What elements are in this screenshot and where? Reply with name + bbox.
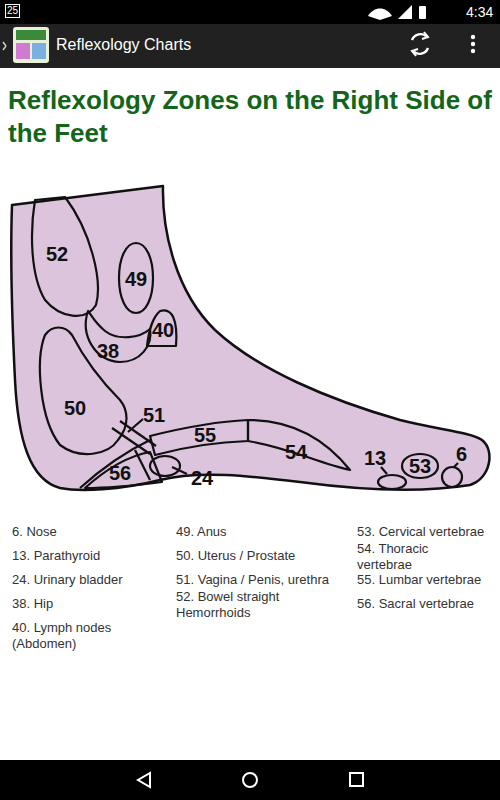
callout-number: 24: [191, 467, 213, 489]
legend-text: 49. Anus: [176, 524, 351, 540]
status-bar: [0, 0, 500, 24]
legend-text: 40. Lymph nodes (Abdomen): [12, 620, 162, 652]
status-badge: 25: [5, 4, 20, 18]
refresh-icon: [412, 32, 428, 56]
zone-number: 49: [125, 268, 147, 291]
reflex-zone: 52: [28, 194, 104, 324]
sole-lines: [80, 419, 458, 488]
legend-text: 50. Uterus / Prostate: [176, 548, 351, 564]
nav-buttons: [138, 773, 363, 787]
reflex-zone: 38: [80, 308, 154, 366]
zone-number: 55: [194, 424, 216, 447]
zone-number: 38: [97, 340, 119, 363]
callout-number: 13: [364, 447, 386, 469]
zone-number: 50: [64, 397, 86, 420]
reflex-zone: 53: [400, 452, 440, 480]
menu-icon: [471, 35, 475, 53]
legend-text: 6. Nose: [12, 524, 162, 540]
parathyroid-zone: [378, 475, 406, 489]
legend-text: 13. Parathyroid: [12, 548, 162, 564]
app-icon: [3, 27, 49, 63]
callout-number: 51: [143, 404, 165, 426]
legend-text: 24. Urinary bladder: [12, 572, 162, 588]
zone-number: 56: [109, 462, 131, 485]
legend-text: 51. Vagina / Penis, urethra: [176, 572, 351, 588]
reflex-zone: 49: [117, 241, 155, 315]
legend-text: 54. Thoracic vertebrae: [357, 541, 481, 573]
page-title: Reflexology Zones on the Right Side of t…: [8, 84, 492, 150]
zone-number: 54: [285, 441, 307, 464]
legend-text: 53. Cervical vertebrae: [357, 524, 497, 540]
app-title: Reflexology Charts: [56, 35, 191, 55]
app-bar: [0, 24, 500, 68]
status-icons: [368, 5, 426, 20]
nose-zone: [442, 467, 462, 487]
callout-number: 6: [456, 443, 467, 465]
legend-text: 56. Sacral vertebrae: [357, 596, 497, 612]
legend-text: 55. Lumbar vertebrae: [357, 572, 497, 588]
legend-text: 52. Bowel straight Hemorrhoids: [176, 589, 341, 621]
legend-text: 38. Hip: [12, 596, 162, 612]
foot-outline: [11, 186, 489, 490]
nav-bar: [0, 760, 500, 800]
zone-number: 52: [46, 243, 68, 266]
zone-number: 40: [152, 319, 174, 342]
status-time: 4:34: [466, 4, 493, 20]
reflex-zone: 54: [246, 418, 352, 472]
reflex-zone: 56: [80, 446, 166, 492]
zone-number: 53: [409, 455, 431, 478]
